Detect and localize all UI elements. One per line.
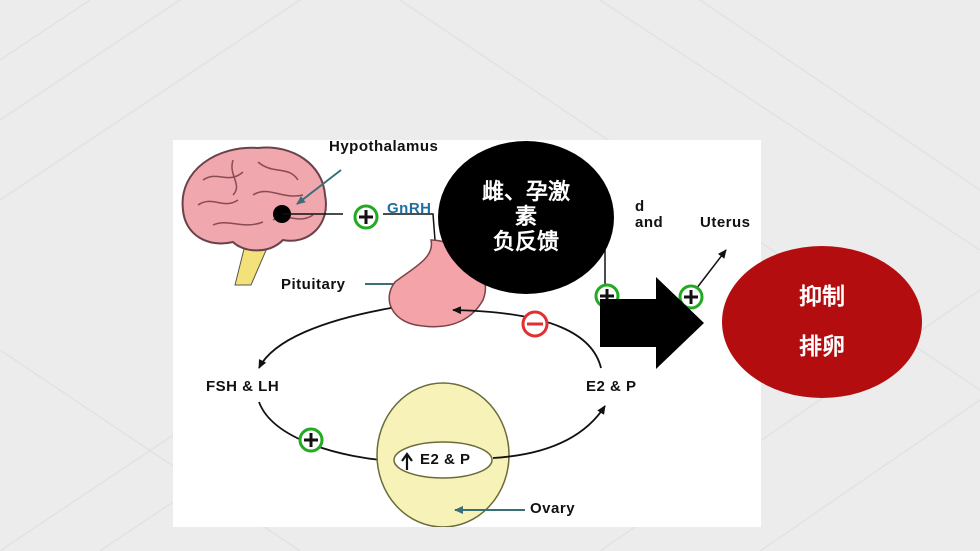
- pituitary-label: Pituitary: [281, 276, 346, 293]
- inhibit-callout-line-2: 排卵: [799, 334, 845, 360]
- uterus-arrow: [692, 249, 727, 294]
- uterus-label: Uterus: [700, 214, 751, 231]
- plus-icon: [298, 427, 324, 453]
- hypothalamus-pointer: [296, 169, 342, 205]
- fsh-to-ovary-arrow: [258, 401, 394, 465]
- plus-icon: [678, 284, 704, 310]
- feedback-callout: 雌、孕激 素 负反馈: [438, 141, 614, 294]
- ovary-label: Ovary: [530, 500, 576, 517]
- hormone-cycle-diagram: [181, 146, 727, 527]
- ovary-to-e2p-arrow: [492, 405, 606, 459]
- pituitary-to-fsh-arrow: [258, 307, 392, 369]
- brain-icon: [181, 146, 327, 252]
- gland-label-partial-2: and: [635, 214, 664, 231]
- feedback-arrow: [452, 306, 602, 369]
- minus-icon: [521, 310, 549, 338]
- feedback-callout-line-1: 雌、孕激: [481, 180, 570, 205]
- inhibit-callout-line-1: 抑制: [799, 284, 845, 310]
- gland-label-partial: d: [635, 198, 645, 215]
- e2-p-right-label: E2 & P: [586, 378, 637, 395]
- gnrh-label: GnRH: [387, 200, 432, 217]
- feedback-callout-line-3: 负反馈: [492, 230, 559, 255]
- feedback-callout-line-2: 素: [514, 205, 537, 230]
- ovary: [376, 382, 510, 527]
- e2-p-ovary-label: E2 & P: [420, 451, 471, 468]
- arrow-up-icon: [401, 452, 413, 470]
- plus-icon: [353, 204, 379, 230]
- inhibit-ovulation-callout: 抑制 排卵: [722, 246, 922, 398]
- gnrh-line-right: [383, 213, 436, 241]
- hypothalamus-label: Hypothalamus: [329, 138, 439, 155]
- arrow-right-icon: [600, 277, 704, 369]
- fsh-lh-label: FSH & LH: [206, 378, 280, 395]
